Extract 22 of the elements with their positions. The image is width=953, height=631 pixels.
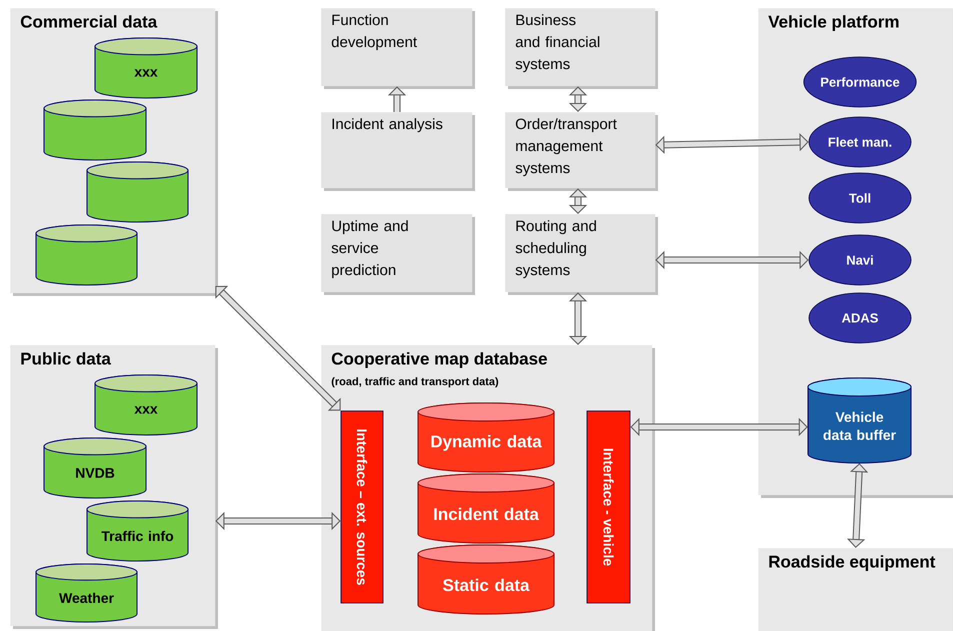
system-box: Business and financial systems	[505, 8, 658, 89]
database-cylinder	[36, 224, 138, 286]
database-cylinder: Traffic info	[86, 500, 188, 562]
system-box: Routing and scheduling systems	[505, 214, 658, 295]
interface-bar: Interface – ext. sources	[340, 410, 384, 604]
system-box: Function development	[321, 8, 475, 89]
double-arrow	[215, 286, 341, 411]
system-box: Uptime and service prediction	[321, 214, 475, 295]
database-cylinder: Dynamic data	[418, 402, 554, 472]
system-box: Order/transport management systems	[505, 112, 658, 191]
database-cylinder	[86, 162, 188, 222]
group-panel: Roadside equipment	[758, 548, 953, 631]
database-cylinder: xxx	[94, 374, 198, 436]
database-cylinder: NVDB	[44, 437, 146, 498]
database-cylinder	[44, 100, 146, 160]
database-cylinder: Static data	[418, 544, 554, 614]
database-cylinder: xxx	[94, 38, 198, 98]
system-box: Incident analysis	[321, 112, 475, 191]
database-cylinder: Vehicle data buffer	[808, 377, 912, 464]
database-cylinder: Weather	[36, 563, 138, 622]
interface-bar: Interface - vehicle	[586, 410, 630, 604]
database-cylinder: Incident data	[418, 473, 554, 544]
